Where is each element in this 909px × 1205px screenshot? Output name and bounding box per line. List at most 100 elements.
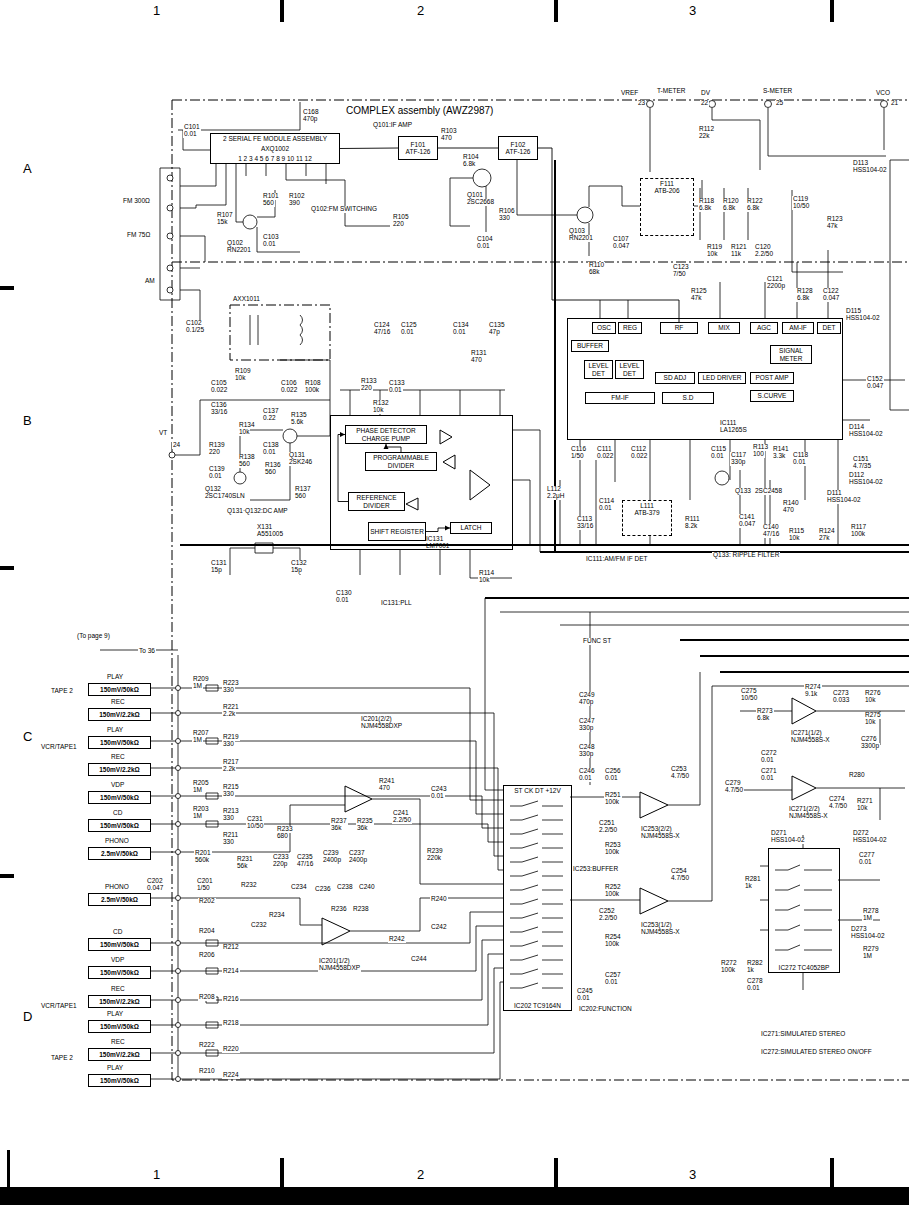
schematic-label: 0.01: [760, 775, 775, 782]
schematic-label: 47p: [488, 329, 501, 336]
function-block: LEVEL DET: [584, 360, 613, 379]
terminal-symbol: [167, 233, 173, 239]
schematic-label: 47/16: [373, 329, 391, 336]
schematic-label: C112: [630, 446, 647, 453]
schematic-label: R281: [744, 876, 762, 883]
schematic-label: 1k: [746, 967, 755, 974]
node-text: ST CK DT +12VIC202 TC9164N: [505, 787, 570, 1009]
schematic-label: NJM4558DXP: [318, 965, 361, 972]
schematic-label: 36k: [330, 825, 342, 832]
schematic-label: R233: [276, 826, 294, 833]
schematic-label: R239: [426, 848, 444, 855]
grid-tick: [554, 1158, 558, 1188]
grid-tick: [0, 566, 14, 570]
node-label: LEVEL DET: [586, 362, 611, 376]
node-label: OSC: [594, 324, 614, 331]
schematic-label: R201: [194, 850, 212, 857]
schematic-label: 2.2/50: [598, 827, 618, 834]
schematic-label: C141: [738, 514, 756, 521]
schematic-label: 4.7/50: [670, 875, 690, 882]
schematic-label: 0.01: [604, 775, 619, 782]
schematic-label: R224: [222, 1072, 240, 1079]
schematic-label: 0.1/25: [185, 327, 205, 334]
function-block: PHASE DETECTOR CHARGE PUMP: [345, 425, 427, 444]
page-edge: [7, 1150, 10, 1188]
schematic-label: VDP: [110, 782, 125, 789]
filter-box: F102ATF-126: [498, 136, 538, 160]
schematic-label: D271: [770, 830, 788, 837]
schematic-label: 3: [688, 1168, 697, 1181]
schematic-label: C132: [290, 560, 308, 567]
schematic-label: 1M: [192, 813, 203, 820]
schematic-label: 2SK246: [288, 459, 313, 466]
schematic-label: C122: [822, 288, 840, 295]
node-text: AGC: [752, 324, 776, 331]
schematic-label: D273: [850, 926, 868, 933]
node-text: REG: [620, 324, 640, 331]
coil-box: L111ATB-379: [622, 500, 672, 536]
schematic-label: R237: [330, 818, 348, 825]
schematic-label: 6.8k: [796, 295, 810, 302]
transistor-symbol: [577, 207, 593, 223]
node-label: LM7001: [426, 542, 450, 549]
node-text: 150mV/2.2kΩ: [90, 998, 149, 1005]
schematic-label: 100k: [604, 941, 620, 948]
schematic-label: 100k: [304, 387, 320, 394]
schematic-label: 7/50: [672, 271, 687, 278]
schematic-label: 0.01: [710, 453, 725, 460]
schematic-label: 10k: [706, 251, 718, 258]
schematic-label: R140: [782, 500, 800, 507]
node-label: F102: [500, 141, 536, 148]
node-label: 150mV/50kΩ: [90, 822, 149, 829]
schematic-label: C272: [760, 750, 778, 757]
grid-tick: [830, 0, 834, 22]
schematic-label: 10/50: [792, 203, 810, 210]
schematic-label: R275: [864, 712, 882, 719]
schematic-label: 0.01: [598, 505, 613, 512]
schematic-label: R128: [796, 288, 814, 295]
schematic-label: C151: [852, 456, 870, 463]
schematic-label: R133: [360, 378, 378, 385]
schematic-label: C273: [832, 690, 850, 697]
schematic-label: 560: [264, 469, 277, 476]
schematic-label: C102: [185, 320, 203, 327]
wire-connector: [386, 444, 401, 452]
schematic-label: C235: [296, 854, 314, 861]
schematic-label: C117: [730, 452, 747, 459]
transistor-symbol: [715, 471, 729, 485]
schematic-label: R251: [604, 792, 622, 799]
schematic-label: 0.01: [604, 979, 619, 986]
schematic-label: R109: [234, 368, 252, 375]
terminal-symbol: [167, 175, 173, 181]
schematic-label: IC271(1/2): [790, 730, 823, 737]
schematic-label: C134: [452, 322, 470, 329]
function-block: MIX: [708, 322, 740, 334]
schematic-label: 3: [688, 4, 697, 17]
schematic-label: C107: [612, 236, 630, 243]
connector-pin: [176, 1023, 181, 1028]
bus-wire: [180, 160, 909, 672]
schematic-label: C135: [488, 322, 506, 329]
node-label: ATF-126: [500, 148, 536, 155]
node-text: SD ADJ: [657, 374, 693, 381]
schematic-label: R274: [804, 684, 822, 691]
schematic-label: R234: [268, 912, 286, 919]
schematic-label: 470p: [302, 116, 318, 123]
schematic-label: 330: [498, 215, 511, 222]
schematic-label: R209: [192, 676, 210, 683]
schematic-label: R222: [198, 1042, 216, 1049]
terminal-symbol: [167, 205, 173, 211]
schematic-label: L112: [546, 486, 562, 493]
node-label: REG: [620, 324, 640, 331]
node-label: BUFFER: [573, 342, 607, 349]
schematic-label: 100k: [604, 799, 620, 806]
node-label: IC131: [426, 535, 450, 542]
schematic-label: C152: [866, 376, 884, 383]
schematic-label: 2.2μH: [546, 493, 565, 500]
node-text: MIX: [710, 324, 738, 331]
schematic-label: 1M: [862, 953, 873, 960]
input-level-box: 2.5mV/50kΩ: [88, 893, 151, 906]
schematic-label: 15k: [216, 219, 228, 226]
node-text: 2.5mV/50kΩ: [90, 850, 149, 857]
input-level-box: 150mV/50kΩ: [88, 736, 151, 749]
